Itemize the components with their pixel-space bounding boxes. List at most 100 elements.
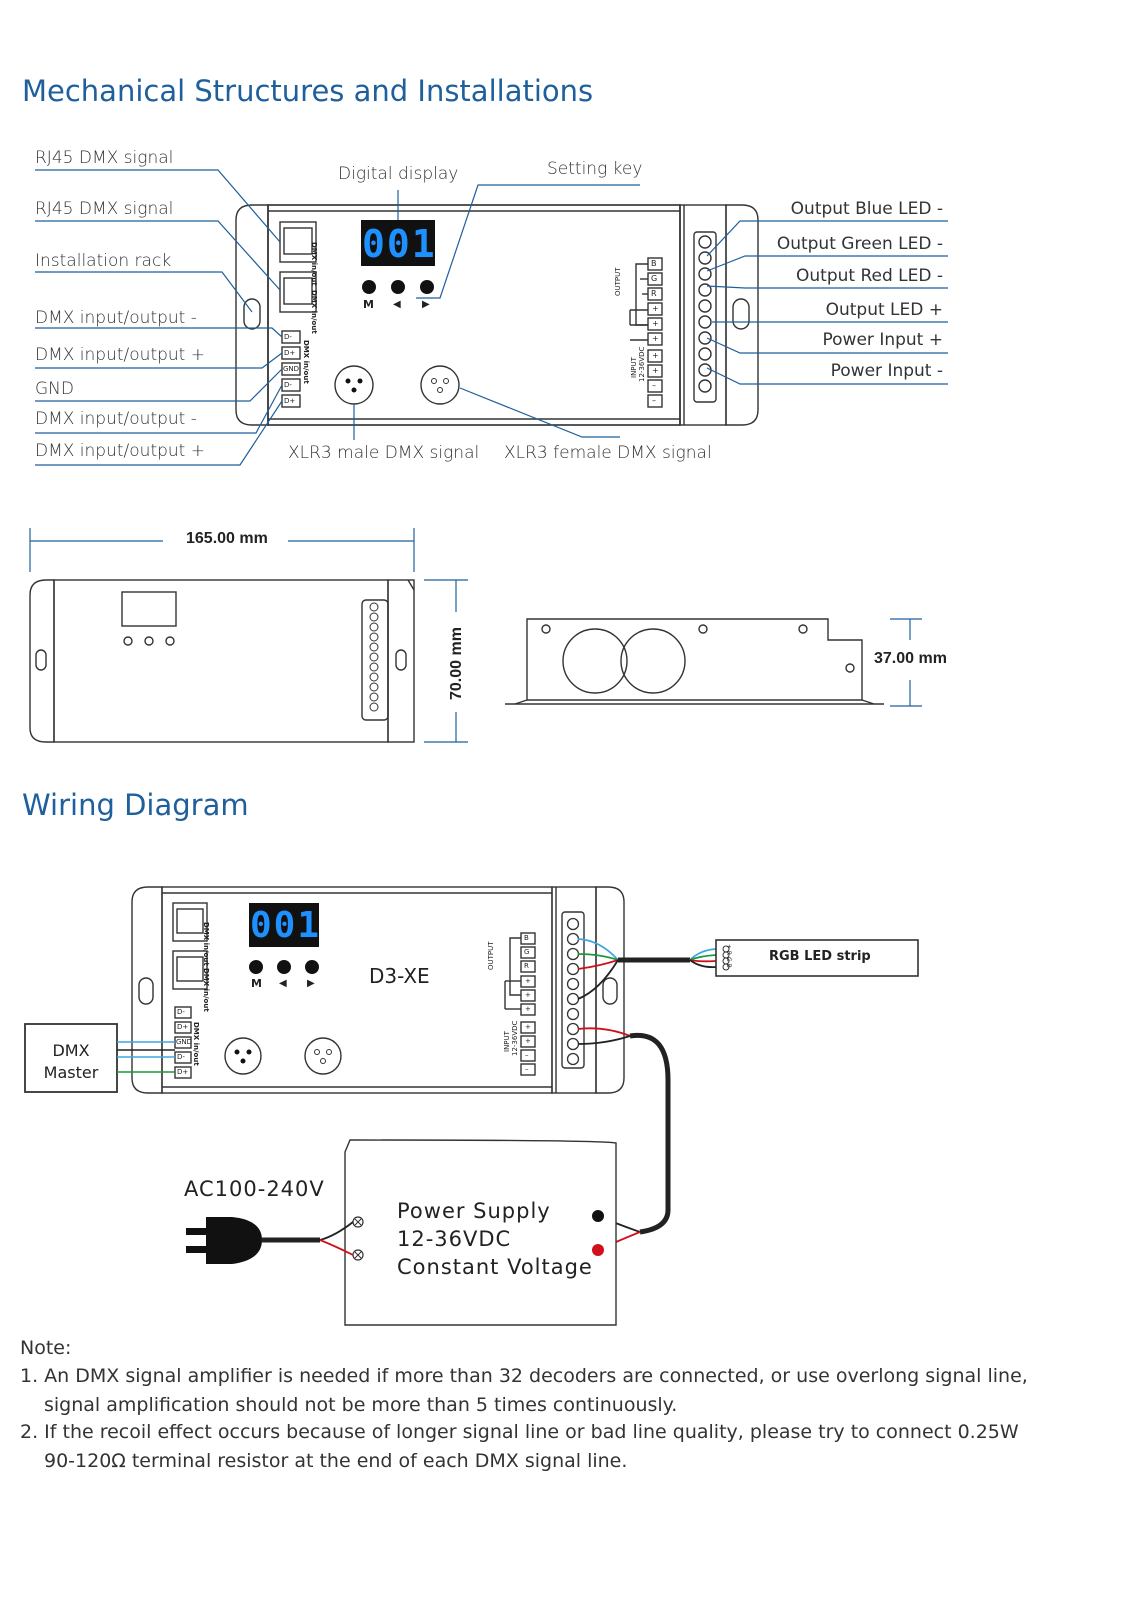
psu-line2: 12-36VDC (397, 1227, 512, 1251)
label-xlr-female: XLR3 female DMX signal (504, 443, 712, 463)
psu-line1: Power Supply (397, 1199, 551, 1223)
note-2: 2. If the recoil effect occurs because o… (20, 1418, 1019, 1476)
wiring-key-label-left: ◀ (279, 978, 287, 989)
digital-display-wiring (249, 903, 319, 947)
input-voltage-top: 12-36VDC (638, 346, 646, 382)
dimension-depth: 37.00 mm (874, 650, 947, 667)
mechanical-title: Mechanical Structures and Installations (22, 74, 594, 108)
key-m-dot (362, 280, 376, 294)
rgb-strip-box (715, 939, 919, 977)
in-term-3: – (652, 381, 656, 390)
ac-plug-icon (186, 1217, 354, 1264)
wiring-out-b: B (524, 934, 529, 942)
connector-circles-wiring (566, 917, 580, 1066)
dmx-master-label: DMX Master (25, 1040, 117, 1084)
out-ch-p3: + (652, 334, 659, 343)
rj45-label-1: DMX in/out (310, 242, 318, 286)
output-label-top: OUTPUT (614, 267, 622, 296)
out-ch-p1: + (652, 304, 659, 313)
key-label-right: ▶ (422, 299, 430, 310)
label-gnd: GND (35, 379, 74, 399)
key-right-dot (420, 280, 434, 294)
dmx-term-4: D- (284, 381, 292, 389)
wiring-key-right (305, 960, 319, 974)
wiring-input-label: INPUT (503, 1031, 511, 1052)
display-digits-top: 001 (362, 222, 437, 266)
wiring-out-p2: + (525, 991, 531, 999)
psu-line3: Constant Voltage (397, 1255, 593, 1279)
wiring-dmx-term-2: D+ (177, 1023, 189, 1031)
out-ch-r: R (651, 289, 657, 298)
label-dmx-plus-2: DMX input/output + (35, 441, 205, 461)
key-left-dot (391, 280, 405, 294)
label-power-input-minus: Power Input - (830, 361, 943, 381)
display-digits-wiring: 001 (250, 905, 322, 946)
wiring-key-label-right: ▶ (307, 978, 315, 989)
label-rj45-1: RJ45 DMX signal (35, 148, 174, 168)
label-output-red: Output Red LED - (796, 266, 943, 286)
device-dimension-view (29, 579, 415, 743)
wiring-key-m (249, 960, 263, 974)
dmx-term-5: D+ (284, 397, 296, 405)
wiring-in-3: – (525, 1051, 529, 1059)
dmx-terminal-title: DMX in/out (302, 340, 310, 384)
xlr-female-pins (431, 378, 449, 393)
dmx-term-2: D+ (284, 349, 296, 357)
rgb-strip-label: RGB LED strip (769, 949, 871, 964)
key-label-m: M (363, 298, 374, 311)
wiring-dmx-term-4: D- (177, 1053, 185, 1061)
dmx-term-1: D- (284, 333, 292, 341)
model-name: D3-XE (369, 964, 430, 988)
out-ch-p2: + (652, 319, 659, 328)
dmx-wires (117, 1041, 175, 1073)
in-term-2: + (652, 366, 659, 375)
label-installation-rack: Installation rack (35, 251, 172, 271)
note-1-line1: 1. An DMX signal amplifier is needed if … (20, 1365, 1028, 1387)
wiring-in-2: + (525, 1037, 531, 1045)
label-output-led-plus: Output LED + (825, 300, 943, 320)
dmx-term-3: GND (283, 365, 300, 373)
dimension-height: 70.00 mm (448, 627, 465, 700)
label-digital-display: Digital display (338, 164, 459, 184)
wiring-rj45-label-1: DMX in/out (202, 922, 210, 966)
digital-display-top (361, 220, 435, 266)
note-1: 1. An DMX signal amplifier is needed if … (20, 1362, 1028, 1420)
in-term-1: + (652, 351, 659, 360)
label-output-blue: Output Blue LED - (790, 199, 943, 219)
out-ch-b: B (651, 259, 657, 268)
label-dmx-minus-1: DMX input/output - (35, 308, 197, 328)
dimension-width: 165.00 mm (186, 530, 268, 547)
wiring-title: Wiring Diagram (22, 788, 249, 822)
label-power-input-plus: Power Input + (822, 330, 943, 350)
label-dmx-minus-2: DMX input/output - (35, 409, 197, 429)
label-rj45-2: RJ45 DMX signal (35, 199, 174, 219)
label-dmx-plus-1: DMX input/output + (35, 345, 205, 365)
wiring-key-left (277, 960, 291, 974)
wiring-out-p3: + (525, 1005, 531, 1013)
psu-terminal-positive (592, 1244, 604, 1256)
wiring-output-label: OUTPUT (487, 941, 495, 970)
rgb-strip-pins: + R G B (725, 944, 732, 968)
wiring-dmx-term-1: D- (177, 1008, 185, 1016)
device-side-view (505, 618, 884, 705)
label-output-green: Output Green LED - (776, 234, 943, 254)
note-2-line1: 2. If the recoil effect occurs because o… (20, 1421, 1019, 1443)
xlr-male-pins (345, 378, 363, 393)
out-ch-g: G (651, 274, 658, 283)
dmx-master-box (24, 1023, 118, 1093)
dmx-master-line2: Master (43, 1063, 99, 1082)
connector-circles-top (698, 235, 712, 393)
psu-terminal-negative (592, 1210, 604, 1222)
wiring-dmx-term-5: D+ (177, 1068, 189, 1076)
label-xlr-male: XLR3 male DMX signal (288, 443, 480, 463)
leader-lines-top (35, 169, 948, 466)
dimension-lines (29, 528, 922, 743)
key-label-left: ◀ (393, 299, 401, 310)
rgb-wires (577, 938, 717, 1000)
side-connector-row (369, 602, 379, 712)
device-top-view (235, 204, 759, 426)
wiring-input-voltage: 12-36VDC (511, 1020, 519, 1056)
wiring-dmx-terminal-title: DMX in/out (192, 1022, 200, 1066)
label-setting-key: Setting key (547, 159, 643, 179)
